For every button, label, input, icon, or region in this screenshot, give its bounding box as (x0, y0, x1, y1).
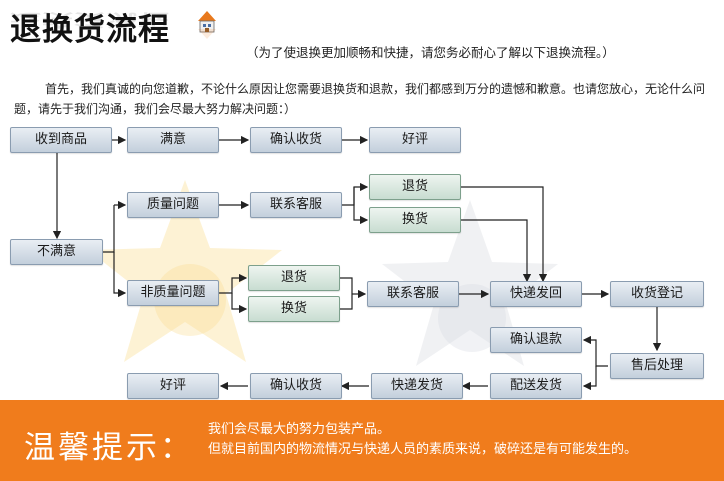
node-return-1: 退货 (369, 174, 461, 200)
arrow-aftersales-delivery (582, 366, 597, 391)
node-good-review-bottom: 好评 (127, 373, 219, 399)
node-express-ship: 快递发货 (371, 373, 463, 399)
node-satisfied: 满意 (127, 127, 219, 153)
arrow-to-non-quality (113, 252, 127, 298)
node-good-review-top: 好评 (369, 127, 461, 153)
branch-contact-1 (342, 187, 355, 206)
node-confirm-refund: 确认退款 (490, 327, 582, 353)
arrow-to-return-2 (219, 273, 248, 294)
node-return-2: 退货 (248, 265, 340, 291)
tips-heading: 温馨提示： (24, 430, 194, 466)
node-confirm-receipt-bottom: 确认收货 (250, 373, 342, 399)
node-unsatisfied: 不满意 (10, 239, 103, 265)
node-exchange-2: 换货 (248, 296, 340, 322)
node-delivery-ship: 配送发货 (490, 373, 582, 399)
node-quality-issue: 质量问题 (127, 192, 219, 218)
bg-star-grey (382, 200, 558, 366)
bg-star-yellow (88, 180, 282, 362)
node-confirm-receipt-top: 确认收货 (250, 127, 342, 153)
node-contact-cs-1: 联系客服 (250, 192, 342, 218)
arrow-to-return-1 (353, 182, 369, 205)
tips-banner: 温馨提示： 我们会尽最大的努力包装产品。 但就目前国内的物流情况与快递人员的素质… (0, 400, 724, 481)
subtitle-note: （为了使退换更加顺畅和快捷，请您务必耐心了解以下退换流程。） (246, 45, 615, 60)
tips-line-1: 我们会尽最大的努力包装产品。 (208, 422, 391, 437)
node-receipt-register: 收货登记 (610, 281, 704, 307)
arrow-aftersales-refund (582, 335, 608, 367)
arrow-to-exchange-2 (231, 293, 248, 314)
branch-unsatisfied (103, 205, 115, 253)
node-exchange-1: 换货 (369, 207, 461, 233)
arrow-exchange1-express (461, 219, 532, 283)
node-received: 收到商品 (10, 127, 112, 153)
merge-return2-exchange2 (340, 277, 353, 310)
node-express-return: 快递发回 (490, 281, 582, 307)
node-after-sales: 售后处理 (610, 353, 704, 379)
tips-line-2: 但就目前国内的物流情况与快递人员的素质来说，破碎还是有可能发生的。 (208, 442, 638, 457)
intro-paragraph: 首先，我们真诚的向您道歉，不论什么原因让您需要退换货和退款，我们都感到万分的遗憾… (14, 82, 706, 116)
arrow-to-exchange-1 (353, 205, 369, 225)
page-title: 退换货流程 (10, 12, 170, 48)
house-icon (198, 11, 216, 39)
node-non-quality-issue: 非质量问题 (127, 280, 219, 306)
node-contact-cs-2: 联系客服 (367, 281, 459, 307)
arrow-return1-express (461, 186, 548, 283)
